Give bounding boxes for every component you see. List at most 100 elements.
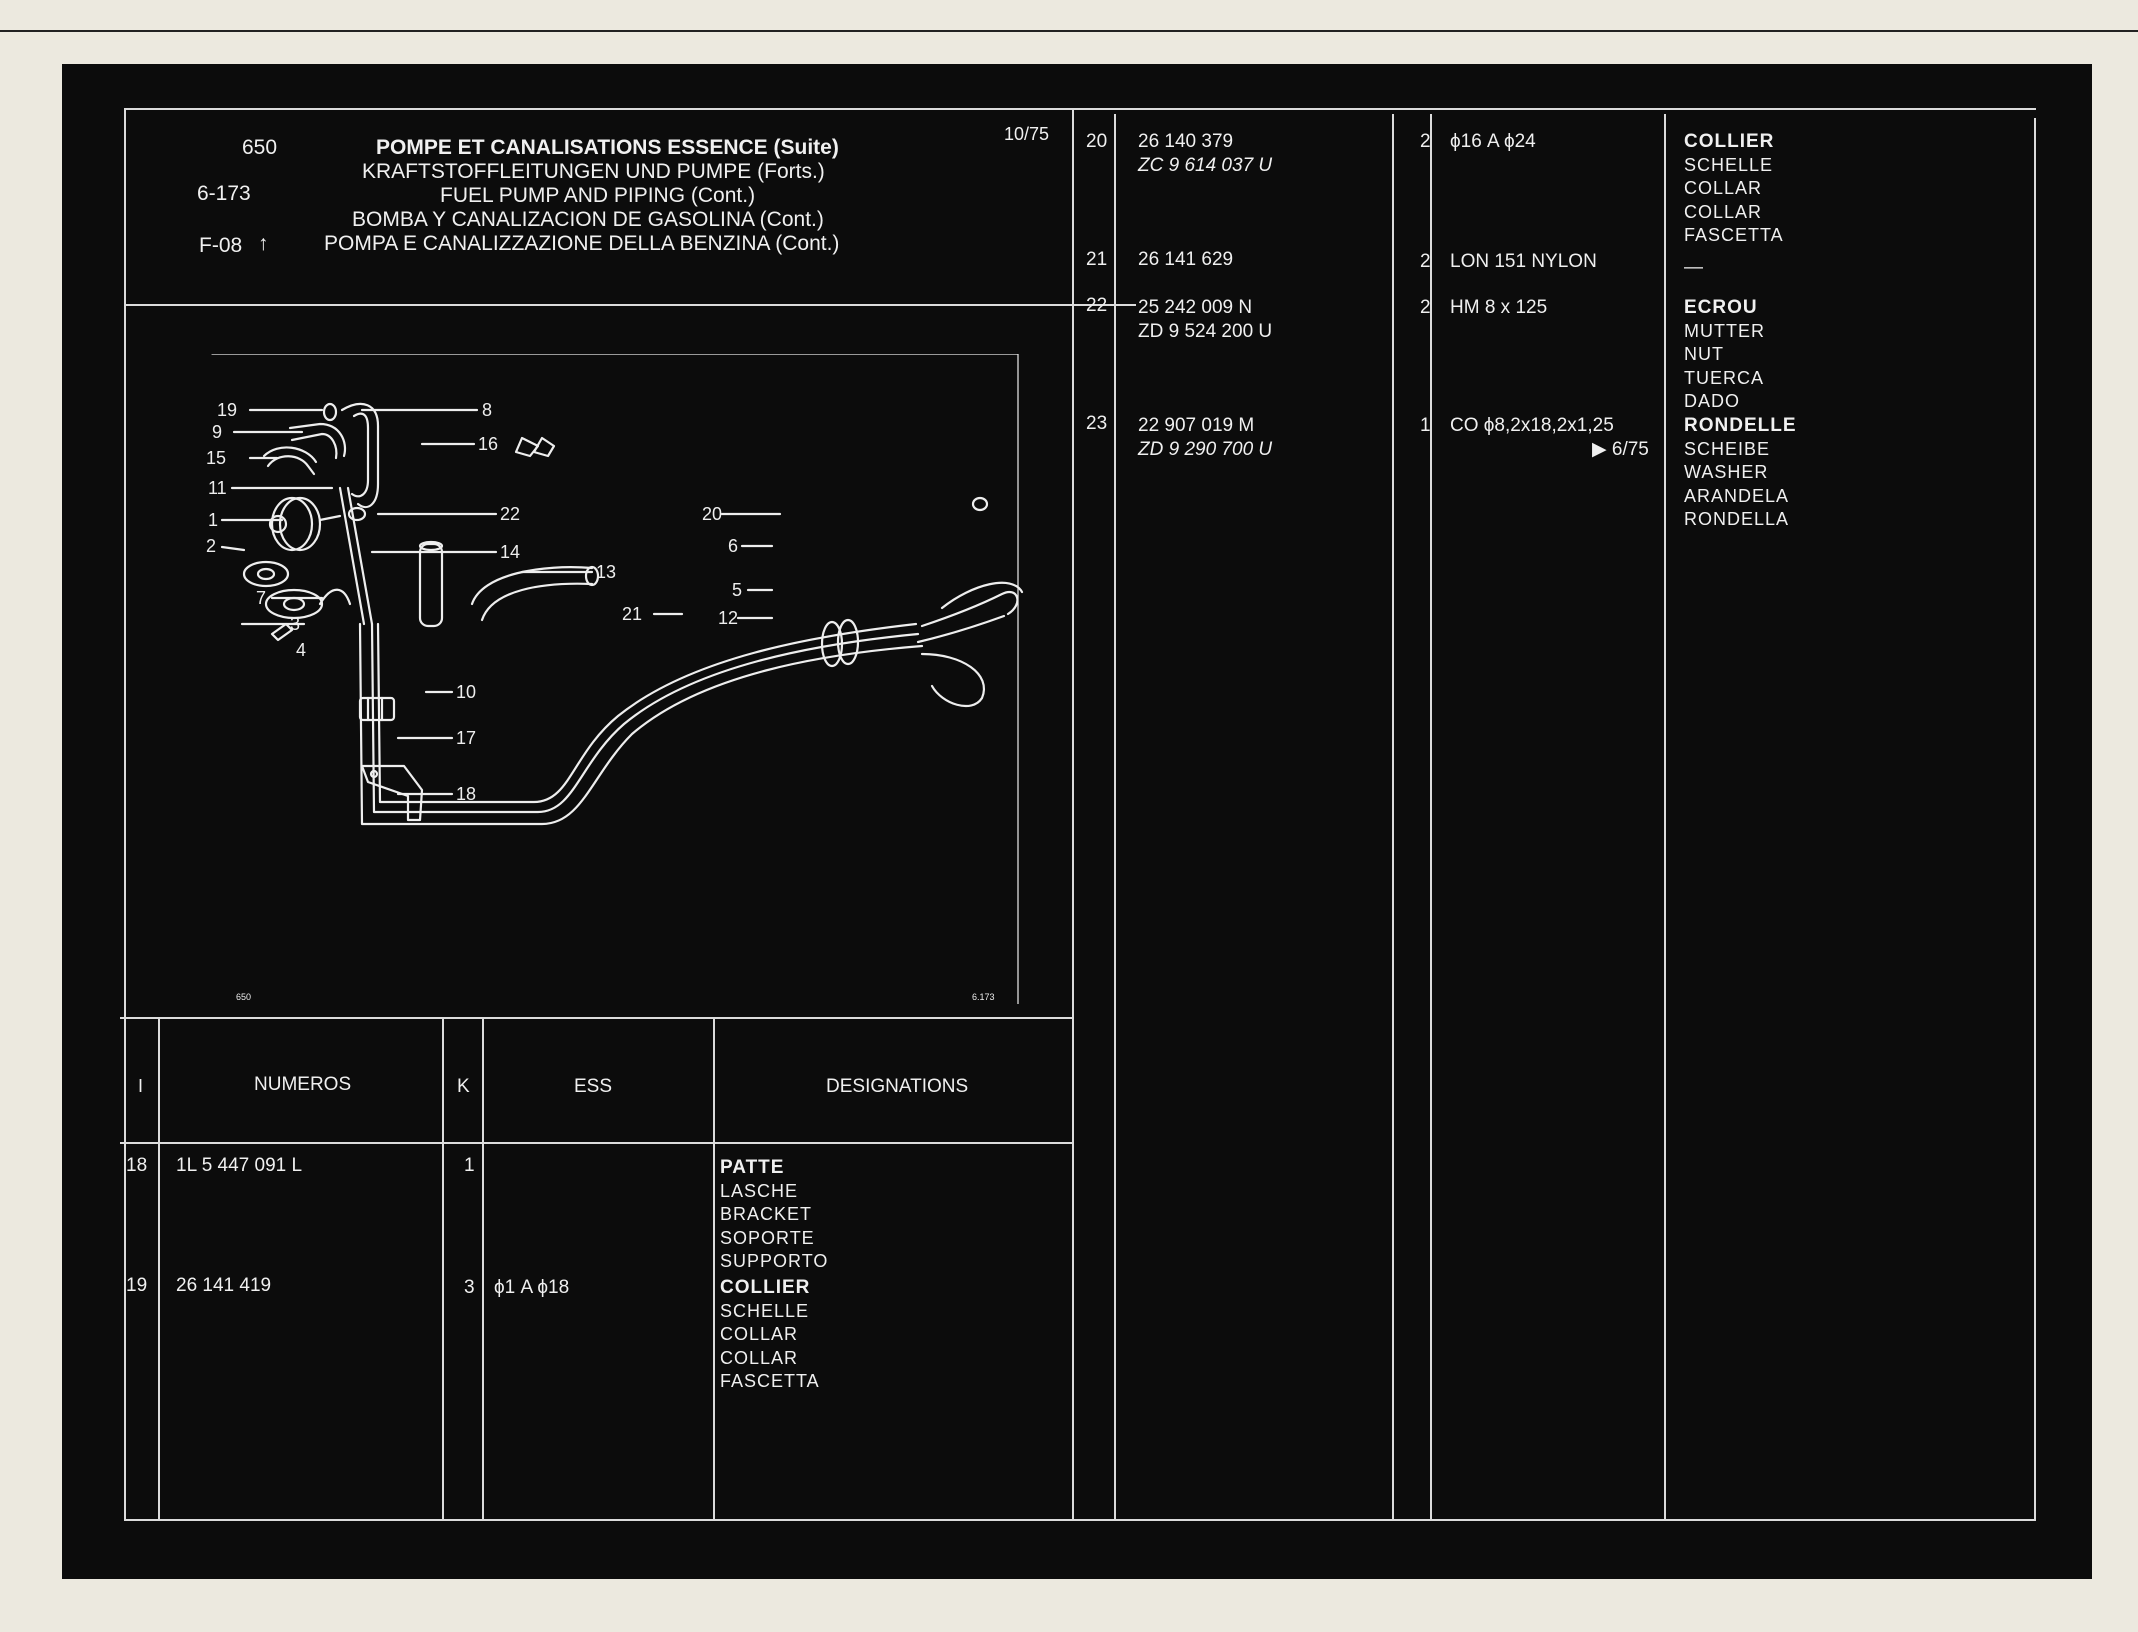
callout-21: 21 xyxy=(622,604,642,624)
callout-19: 19 xyxy=(217,400,237,420)
row-23-number-alt: ZD 9 290 700 U xyxy=(1138,439,1273,460)
rcol-line-2 xyxy=(1392,114,1394,1521)
designation-fr: RONDELLE xyxy=(1684,415,1797,436)
col-line-3 xyxy=(482,1017,484,1521)
row-20-index: 20 xyxy=(1086,131,1108,152)
left-panel-right-border xyxy=(1072,108,1074,1521)
row-23-qty: 1 xyxy=(1420,415,1431,436)
col-line-2 xyxy=(442,1017,444,1521)
title-de: KRAFTSTOFFLEITUNGEN UND PUMPE (Forts.) xyxy=(362,160,825,183)
callout-12: 12 xyxy=(718,608,738,628)
designation-fr: PATTE xyxy=(720,1157,785,1178)
diagram-corner-left: 650 xyxy=(236,992,251,1002)
row-21-ess: LON 151 NYLON xyxy=(1450,251,1597,272)
callout-16: 16 xyxy=(478,434,498,454)
row-23-number: 22 907 019 M xyxy=(1138,415,1255,436)
row-19-index: 19 xyxy=(126,1275,148,1296)
designation-de: SCHELLE xyxy=(720,1300,810,1321)
designation-it: DADO xyxy=(1684,391,1741,411)
frame-bottom xyxy=(124,1519,2036,1521)
designation-de: SCHEIBE xyxy=(1684,438,1771,459)
callout-15: 15 xyxy=(206,448,226,468)
col-header-qty: K xyxy=(457,1076,470,1097)
designation-es: TUERCA xyxy=(1684,367,1765,388)
row-18-qty: 1 xyxy=(464,1155,475,1176)
designation-fr: ECROU xyxy=(1684,297,1758,318)
designation-it: SUPPORTO xyxy=(720,1251,829,1271)
row-19-number: 26 141 419 xyxy=(176,1275,272,1296)
designation-it: FASCETTA xyxy=(1684,225,1784,245)
designation-en: BRACKET xyxy=(720,1204,813,1224)
header-divider xyxy=(124,304,1136,306)
callout-3: 3 xyxy=(290,614,300,634)
col-header-index: I xyxy=(138,1076,144,1096)
callout-1: 1 xyxy=(208,510,218,530)
row-21-index: 21 xyxy=(1086,249,1108,270)
callout-4: 4 xyxy=(296,640,306,660)
table-header-bottom xyxy=(120,1142,1074,1144)
group-code: F-08 xyxy=(199,234,243,257)
rcol-line-4 xyxy=(1664,114,1666,1521)
callout-13: 13 xyxy=(596,562,616,582)
title-es: BOMBA Y CANALIZACION DE GASOLINA (Cont.) xyxy=(352,208,824,231)
callout-17: 17 xyxy=(456,728,476,748)
row-18-designations: PATTE LASCHE BRACKET SOPORTE SUPPORTO xyxy=(720,1156,828,1274)
designation-es: COLLAR xyxy=(720,1347,799,1368)
row-22-index: 22 xyxy=(1086,295,1108,316)
callout-10: 10 xyxy=(456,682,476,702)
title-fr: POMPE ET CANALISATIONS ESSENCE (Suite) xyxy=(376,136,839,159)
callout-9: 9 xyxy=(212,422,222,442)
designation-fr: COLLIER xyxy=(1684,131,1775,152)
row-23-designations: RONDELLE SCHEIBE WASHER ARANDELA RONDELL… xyxy=(1684,414,1797,532)
row-18-index: 18 xyxy=(126,1155,148,1176)
col-header-designations: DESIGNATIONS xyxy=(826,1076,969,1097)
designation-it: RONDELLA xyxy=(1684,509,1790,529)
row-23-index: 23 xyxy=(1086,413,1108,434)
up-arrow-icon: ↑ xyxy=(258,232,269,255)
row-18-number: 1L 5 447 091 L xyxy=(176,1155,303,1176)
callout-20: 20 xyxy=(702,504,722,524)
title-en: FUEL PUMP AND PIPING (Cont.) xyxy=(440,184,756,207)
row-20-qty: 2 xyxy=(1420,131,1431,152)
designation-en: COLLAR xyxy=(1684,178,1763,198)
designation-dash: — xyxy=(1684,257,1704,278)
designation-es: SOPORTE xyxy=(720,1227,815,1248)
designation-it: FASCETTA xyxy=(720,1371,820,1391)
title-it: POMPA E CANALIZZAZIONE DELLA BENZINA (Co… xyxy=(324,232,840,255)
parts-catalog-sheet: 650 6-173 F-08 ↑ 10/75 POMPE ET CANALISA… xyxy=(62,64,2092,1579)
row-23-ess-note: ▶ 6/75 xyxy=(1592,439,1649,460)
plate-number: 6-173 xyxy=(197,182,251,205)
row-22-number: 25 242 009 N xyxy=(1138,297,1253,318)
callout-18: 18 xyxy=(456,784,476,804)
row-20-designations: COLLIER SCHELLE COLLAR COLLAR FASCETTA xyxy=(1684,130,1784,248)
col-line-1 xyxy=(158,1017,160,1521)
designation-es: COLLAR xyxy=(1684,201,1763,222)
row-20-ess: ϕ16 A ϕ24 xyxy=(1450,131,1536,152)
revision-date: 10/75 xyxy=(1004,124,1050,144)
row-21-designations: — xyxy=(1684,256,1704,280)
designation-en: COLLAR xyxy=(720,1324,799,1344)
frame-left xyxy=(124,108,126,1521)
row-22-number-alt: ZD 9 524 200 U xyxy=(1138,321,1273,342)
row-20-number: 26 140 379 xyxy=(1138,131,1234,152)
frame-top xyxy=(124,108,2036,110)
callout-5: 5 xyxy=(732,580,742,600)
col-header-ess: ESS xyxy=(574,1076,613,1097)
frame-right xyxy=(2034,118,2036,1521)
callout-14: 14 xyxy=(500,542,520,562)
row-19-ess: ϕ1 A ϕ18 xyxy=(494,1277,570,1298)
table-header-top xyxy=(120,1017,1074,1019)
designation-en: WASHER xyxy=(1684,462,1769,482)
row-22-designations: ECROU MUTTER NUT TUERCA DADO xyxy=(1684,296,1765,414)
rcol-line-1 xyxy=(1114,114,1116,1521)
row-19-designations: COLLIER SCHELLE COLLAR COLLAR FASCETTA xyxy=(720,1276,820,1394)
callout-7: 7 xyxy=(256,588,266,608)
row-19-qty: 3 xyxy=(464,1277,475,1298)
designation-fr: COLLIER xyxy=(720,1277,811,1298)
section-number: 650 xyxy=(242,136,278,159)
diagram-corner-right: 6.173 xyxy=(972,992,995,1002)
designation-en: NUT xyxy=(1684,344,1724,364)
scan-top-rule xyxy=(0,30,2138,32)
designation-de: LASCHE xyxy=(720,1180,799,1201)
callout-2: 2 xyxy=(206,536,216,556)
